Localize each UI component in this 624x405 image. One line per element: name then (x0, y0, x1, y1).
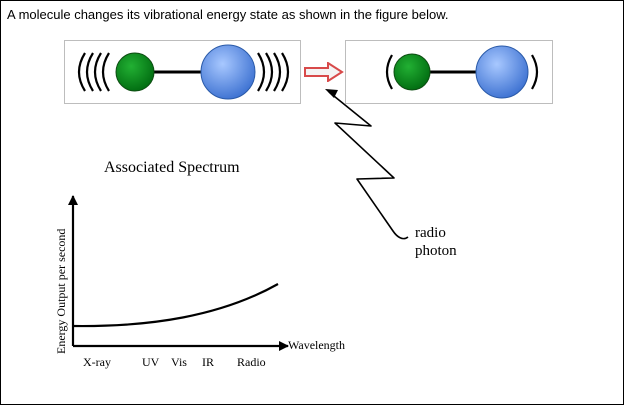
vibration-arc-right (531, 54, 539, 90)
photon-wave (328, 91, 409, 240)
large-atom (475, 45, 529, 99)
small-atom (115, 52, 155, 92)
photon-label-line-2: photon (415, 243, 457, 259)
vibration-arcs-right (257, 52, 290, 92)
molecule-after-box (345, 40, 553, 104)
molecule-before-box (64, 40, 301, 104)
large-atom (200, 44, 256, 100)
small-atom (393, 53, 431, 91)
vibration-arc-left (385, 54, 393, 90)
question-text: A molecule changes its vibrational energ… (7, 7, 449, 22)
spectrum-title: Associated Spectrum (104, 159, 240, 176)
tick-label-ir: IR (202, 355, 214, 369)
tick-label-radio: Radio (237, 355, 266, 369)
photon-label-line-1: radio (415, 225, 446, 241)
spectrum-curve (72, 283, 279, 328)
tick-label-uv: UV (142, 355, 160, 369)
y-axis-label: Energy Output per second (54, 229, 68, 354)
molecule-before (77, 44, 290, 100)
photon-arrowhead-icon (325, 89, 338, 98)
molecule-after (385, 45, 539, 99)
tick-label-vis: Vis (171, 355, 187, 369)
vibration-arcs-left (77, 52, 110, 92)
x-axis-label: Wavelength (288, 338, 345, 352)
transition-arrow-icon (304, 62, 344, 82)
tick-label-xray: X-ray (83, 355, 111, 369)
